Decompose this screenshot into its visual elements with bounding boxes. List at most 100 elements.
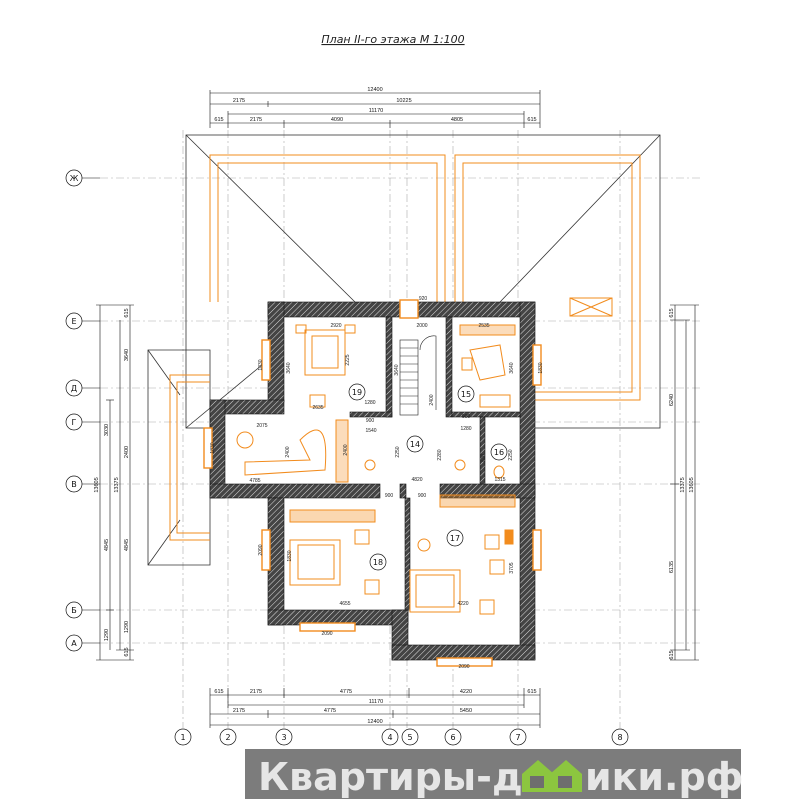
watermark-text-1: Квартиры-до <box>258 755 549 799</box>
svg-text:800: 800 <box>481 454 487 463</box>
svg-text:2175: 2175 <box>250 117 262 123</box>
svg-text:7: 7 <box>515 733 520 742</box>
axis-marker-e: Е <box>65 312 100 330</box>
room-19: 19 <box>348 383 366 401</box>
svg-text:2280: 2280 <box>437 449 443 460</box>
watermark-text-2: ики.рф <box>585 755 743 799</box>
room-17: 17 <box>446 529 464 547</box>
svg-text:1315: 1315 <box>494 477 505 483</box>
svg-text:3030: 3030 <box>104 424 110 436</box>
svg-text:4785: 4785 <box>249 478 260 484</box>
svg-text:615: 615 <box>527 117 536 123</box>
svg-text:3640: 3640 <box>286 362 292 373</box>
svg-text:900: 900 <box>418 493 427 499</box>
svg-text:Е: Е <box>71 317 76 326</box>
svg-text:2400: 2400 <box>124 446 130 458</box>
svg-text:1830: 1830 <box>287 550 293 561</box>
svg-text:Ж: Ж <box>70 174 79 183</box>
svg-text:11170: 11170 <box>369 699 383 705</box>
svg-text:5: 5 <box>407 733 412 742</box>
svg-text:615: 615 <box>669 650 675 659</box>
room-18: 18 <box>369 553 387 571</box>
svg-text:11170: 11170 <box>369 108 383 114</box>
svg-text:2175: 2175 <box>250 689 262 695</box>
room-dimensions: 920 2920 2000 2535 1830 3640 2225 3640 3… <box>210 296 544 670</box>
svg-text:18: 18 <box>373 558 383 567</box>
axis-marker-6: 6 <box>444 728 462 746</box>
svg-text:920: 920 <box>419 296 428 302</box>
svg-text:900: 900 <box>385 493 394 499</box>
svg-text:4775: 4775 <box>324 708 336 714</box>
svg-text:615: 615 <box>214 117 223 123</box>
left-dimensions <box>96 304 134 661</box>
svg-text:2250: 2250 <box>508 449 514 460</box>
axis-marker-v: В <box>65 475 100 493</box>
svg-text:В: В <box>71 480 77 489</box>
svg-text:4845: 4845 <box>104 539 110 551</box>
svg-text:4: 4 <box>387 733 392 742</box>
plan-title: План II-го этажа М 1:100 <box>321 33 464 46</box>
axis-marker-b: Б <box>65 601 100 619</box>
axis-marker-8: 8 <box>611 728 629 746</box>
svg-text:4845: 4845 <box>124 539 130 551</box>
svg-text:1830: 1830 <box>538 362 544 373</box>
room-16: 16 <box>490 443 508 461</box>
svg-text:900: 900 <box>462 414 471 420</box>
svg-text:6240: 6240 <box>669 394 675 406</box>
svg-text:2400: 2400 <box>285 446 291 457</box>
svg-text:13605: 13605 <box>94 477 100 492</box>
svg-text:Д: Д <box>71 384 77 393</box>
svg-text:2250: 2250 <box>395 446 401 457</box>
svg-text:Г: Г <box>72 418 77 427</box>
svg-text:2225: 2225 <box>345 354 351 365</box>
bottom-dimension-labels: 615 2175 4775 4220 615 11170 2175 4775 5… <box>214 689 536 725</box>
svg-text:2: 2 <box>225 733 230 742</box>
windows <box>203 299 542 667</box>
svg-text:2175: 2175 <box>233 708 245 714</box>
svg-text:615: 615 <box>214 689 223 695</box>
svg-text:4655: 4655 <box>339 601 350 607</box>
svg-text:2000: 2000 <box>416 323 427 329</box>
right-dimensions <box>670 304 699 661</box>
svg-text:15: 15 <box>461 390 471 399</box>
axis-marker-d: Д <box>65 379 100 397</box>
svg-text:2535: 2535 <box>478 323 489 329</box>
svg-text:615: 615 <box>669 308 675 317</box>
left-dimension-labels: 615 3640 2400 4845 1290 615 3030 4845 12… <box>94 308 130 656</box>
axis-marker-2: 2 <box>219 728 237 746</box>
svg-text:4805: 4805 <box>451 117 463 123</box>
svg-text:4220: 4220 <box>460 689 472 695</box>
chimney-icon <box>569 297 613 317</box>
svg-text:2635: 2635 <box>312 405 323 411</box>
column-axis-markers: 1 2 3 4 5 6 7 8 <box>174 728 629 746</box>
svg-text:17: 17 <box>450 534 460 543</box>
top-dimensions <box>209 90 541 128</box>
svg-text:2090: 2090 <box>321 631 332 637</box>
svg-text:4775: 4775 <box>340 689 352 695</box>
svg-text:19: 19 <box>352 388 362 397</box>
svg-text:2920: 2920 <box>330 323 341 329</box>
bottom-dimensions <box>209 688 541 728</box>
svg-text:8: 8 <box>617 733 622 742</box>
axis-marker-g: Г <box>65 413 100 431</box>
svg-text:1290: 1290 <box>104 629 110 641</box>
svg-text:2090: 2090 <box>458 664 469 670</box>
walls <box>209 301 536 661</box>
right-dimension-labels: 615 6240 6135 615 13375 13605 <box>669 308 695 659</box>
svg-text:16: 16 <box>494 448 504 457</box>
svg-text:4820: 4820 <box>411 477 422 483</box>
svg-text:12400: 12400 <box>367 719 382 725</box>
svg-text:А: А <box>71 639 77 648</box>
svg-text:2090: 2090 <box>258 544 264 555</box>
svg-text:2075: 2075 <box>256 423 267 429</box>
svg-text:Б: Б <box>71 606 77 615</box>
svg-text:13375: 13375 <box>680 477 686 492</box>
svg-text:4220: 4220 <box>457 601 468 607</box>
room-labels: 19 15 14 16 18 17 <box>348 383 508 571</box>
svg-text:1830: 1830 <box>210 442 216 453</box>
house-logo-icon <box>522 760 582 792</box>
svg-text:13605: 13605 <box>689 477 695 492</box>
svg-text:2175: 2175 <box>233 98 245 104</box>
furniture <box>236 324 516 615</box>
